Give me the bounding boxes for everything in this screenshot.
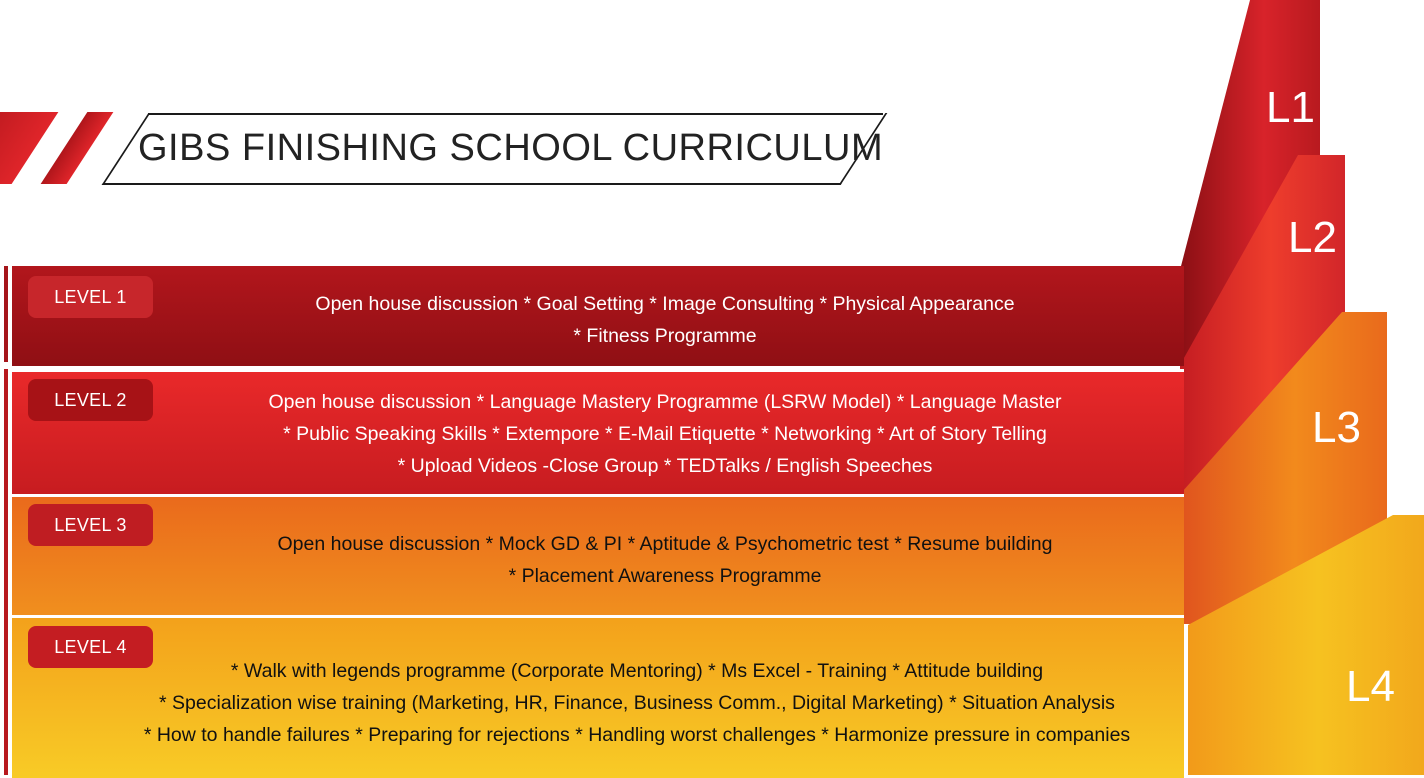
step-label-l1: L1 [1266, 83, 1315, 132]
topic-line: * Upload Videos -Close Group * TEDTalks … [397, 455, 933, 477]
level-4-badge: LEVEL 4 [28, 626, 153, 668]
level-4-topics: * Walk with legends programme (Corporate… [12, 655, 1262, 751]
title-frame-top [148, 113, 883, 115]
topic-line: * Fitness Programme [573, 325, 757, 347]
level-3-topics: Open house discussion * Mock GD & PI * A… [90, 528, 1240, 592]
topic-line: * Walk with legends programme (Corporate… [230, 660, 1044, 682]
topic-line: * Specialization wise training (Marketin… [159, 692, 1115, 714]
step-label-l2: L2 [1288, 213, 1337, 262]
title-accent-stripe [40, 112, 114, 184]
topic-line: Open house discussion * Mock GD & PI * A… [277, 533, 1053, 555]
topic-line: * Placement Awareness Programme [508, 565, 822, 587]
left-rule [4, 369, 8, 775]
level-1-badge: LEVEL 1 [28, 276, 153, 318]
level-1-topics: Open house discussion * Goal Setting * I… [90, 288, 1240, 352]
topic-line: * How to handle failures * Preparing for… [143, 724, 1131, 746]
topic-line: Open house discussion * Goal Setting * I… [315, 293, 1015, 315]
level-1-band [12, 266, 1184, 366]
level-2-band [12, 369, 1184, 494]
page-title: GIBS FINISHING SCHOOL CURRICULUM [138, 127, 884, 169]
topic-line: Open house discussion * Language Mastery… [268, 391, 1062, 413]
left-rule [4, 266, 8, 362]
level-3-badge: LEVEL 3 [28, 504, 153, 546]
level-4-band [12, 615, 1184, 778]
step-label-l4: L4 [1346, 662, 1395, 711]
level-2-badge: LEVEL 2 [28, 379, 153, 421]
step-label-l3: L3 [1312, 403, 1361, 452]
level-3-band [12, 494, 1184, 615]
level-2-topics: Open house discussion * Language Mastery… [90, 386, 1240, 482]
topic-line: * Public Speaking Skills * Extempore * E… [283, 423, 1047, 445]
